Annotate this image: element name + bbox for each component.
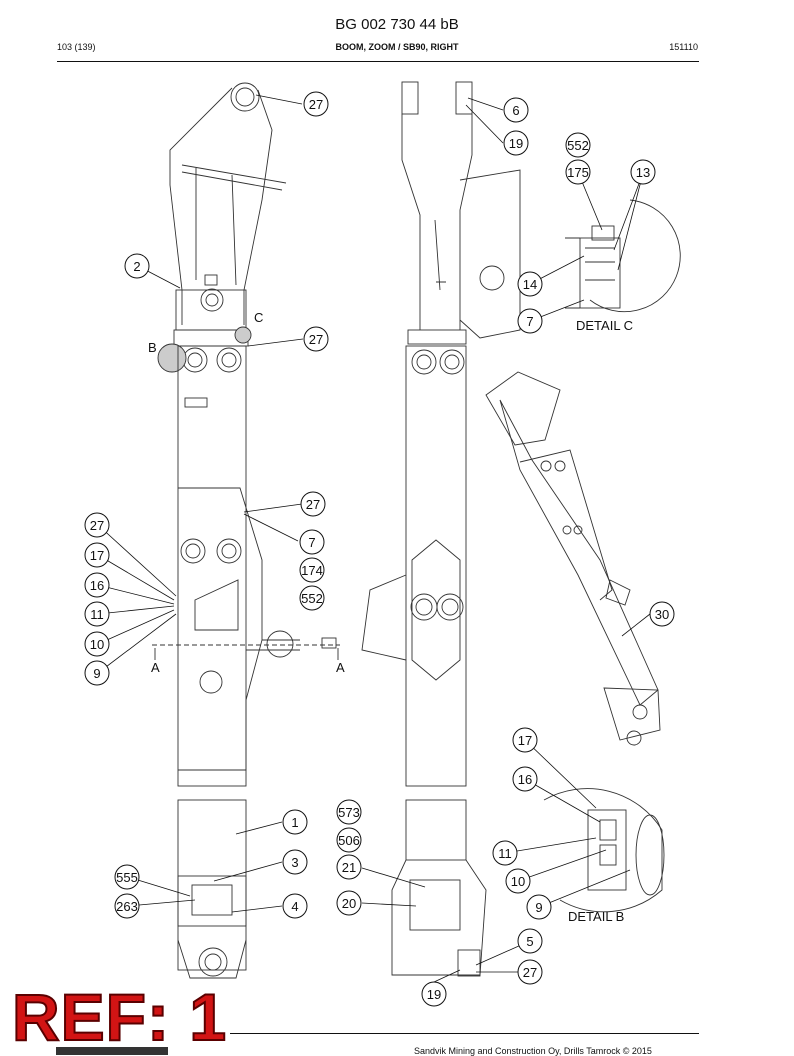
callout-573: 573 [336, 799, 362, 825]
svg-text:11: 11 [90, 607, 104, 622]
callout-11a: 11 [84, 601, 110, 627]
svg-text:263: 263 [116, 899, 138, 914]
svg-text:27: 27 [306, 497, 320, 512]
callout-bubbles: 27 6 19 552 175 13 2 14 7 27 27 27 7 17 … [84, 91, 675, 1007]
svg-text:506: 506 [338, 833, 360, 848]
callout-4: 4 [282, 893, 308, 919]
callout-17a: 17 [84, 542, 110, 568]
svg-text:4: 4 [291, 899, 298, 914]
callout-19a: 19 [503, 130, 529, 156]
detail-b-view [543, 788, 665, 913]
callout-552b: 552 [299, 585, 325, 611]
svg-text:7: 7 [308, 535, 315, 550]
svg-text:174: 174 [301, 563, 323, 578]
callout-27c: 27 [300, 491, 326, 517]
callout-552a: 552 [565, 132, 591, 158]
svg-text:1: 1 [291, 815, 298, 830]
svg-text:10: 10 [90, 637, 104, 652]
svg-text:175: 175 [567, 165, 589, 180]
callout-175: 175 [565, 159, 591, 185]
view-label-c: C [254, 310, 263, 325]
svg-text:3: 3 [291, 855, 298, 870]
svg-text:16: 16 [518, 772, 532, 787]
logo-bar [56, 1047, 168, 1055]
svg-text:16: 16 [90, 578, 104, 593]
section-title: BOOM, ZOOM / SB90, RIGHT [335, 42, 459, 52]
callout-10a: 10 [84, 631, 110, 657]
svg-text:27: 27 [523, 965, 537, 980]
leader-lines [97, 94, 651, 983]
svg-text:27: 27 [309, 97, 323, 112]
view-label-b: B [148, 340, 157, 355]
svg-text:30: 30 [655, 607, 669, 622]
callout-555: 555 [114, 864, 140, 890]
footer-rule [230, 1033, 699, 1035]
callout-9a: 9 [84, 660, 110, 686]
callout-16a: 16 [84, 572, 110, 598]
svg-text:17: 17 [518, 733, 532, 748]
svg-text:19: 19 [509, 136, 523, 151]
callout-27d: 27 [84, 512, 110, 538]
svg-text:27: 27 [90, 518, 104, 533]
svg-text:13: 13 [636, 165, 650, 180]
detail-c-label: DETAIL C [576, 318, 633, 333]
svg-text:19: 19 [427, 987, 441, 1002]
svg-text:21: 21 [342, 860, 356, 875]
callout-9b: 9 [526, 894, 552, 920]
callout-6: 6 [503, 97, 529, 123]
svg-text:552: 552 [567, 138, 589, 153]
svg-text:14: 14 [523, 277, 537, 292]
svg-text:6: 6 [512, 103, 519, 118]
boom-side-view [361, 81, 521, 977]
svg-text:27: 27 [309, 332, 323, 347]
callout-11b: 11 [492, 840, 518, 866]
svg-text:2: 2 [133, 259, 140, 274]
document-number: BG 002 730 44 bB [335, 16, 459, 33]
header-rule [57, 61, 699, 63]
page-number: 103 (139) [57, 42, 96, 52]
svg-text:11: 11 [498, 846, 512, 861]
callout-7b: 7 [299, 529, 325, 555]
callout-27b: 27 [303, 326, 329, 352]
svg-text:9: 9 [93, 666, 100, 681]
callout-2: 2 [124, 253, 150, 279]
document-date: 151110 [669, 42, 698, 52]
callout-27a: 27 [303, 91, 329, 117]
callout-506: 506 [336, 827, 362, 853]
callout-5: 5 [517, 928, 543, 954]
callout-21: 21 [336, 854, 362, 880]
footer-copyright: Sandvik Mining and Construction Oy, Dril… [414, 1046, 652, 1056]
boom-left-view [152, 82, 340, 979]
svg-text:555: 555 [116, 870, 138, 885]
callout-17b: 17 [512, 727, 538, 753]
callout-27e: 27 [517, 959, 543, 985]
svg-text:552: 552 [301, 591, 323, 606]
svg-text:10: 10 [511, 874, 525, 889]
svg-text:573: 573 [338, 805, 360, 820]
ref-stamp: REF: 1 [11, 980, 228, 1054]
callout-14: 14 [517, 271, 543, 297]
section-label-a-left: A [151, 660, 160, 675]
svg-text:17: 17 [90, 548, 104, 563]
svg-text:9: 9 [535, 900, 542, 915]
boom-isometric-view [485, 371, 661, 746]
callout-19b: 19 [421, 981, 447, 1007]
svg-text:7: 7 [526, 314, 533, 329]
callout-7a: 7 [517, 308, 543, 334]
section-label-a-right: A [336, 660, 345, 675]
detail-c-view [565, 199, 681, 313]
callout-174: 174 [299, 557, 325, 583]
callout-263: 263 [114, 893, 140, 919]
callout-13: 13 [630, 159, 656, 185]
callout-3: 3 [282, 849, 308, 875]
callout-1: 1 [282, 809, 308, 835]
callout-16b: 16 [512, 766, 538, 792]
callout-20: 20 [336, 890, 362, 916]
svg-text:20: 20 [342, 896, 356, 911]
callout-10b: 10 [505, 868, 531, 894]
callout-30: 30 [649, 601, 675, 627]
svg-text:5: 5 [526, 934, 533, 949]
detail-b-label: DETAIL B [568, 909, 624, 924]
